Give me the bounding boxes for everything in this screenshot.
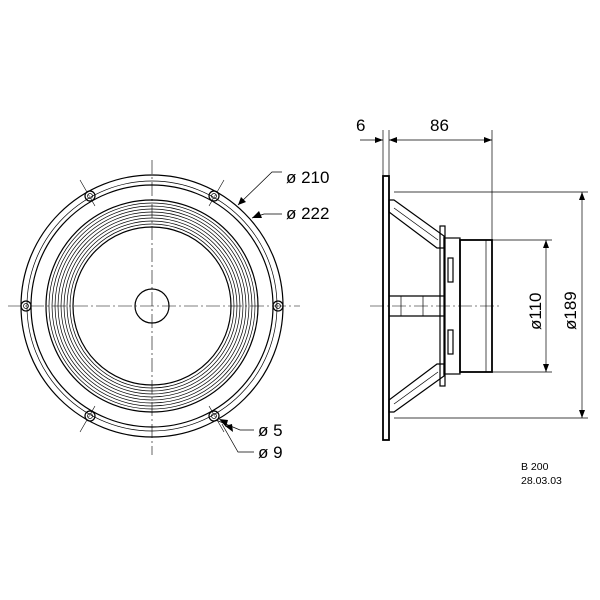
cone-edge	[72, 226, 232, 386]
top-dimensions	[360, 130, 493, 240]
mounting-depth-label: 86	[430, 116, 449, 135]
mounting-hole	[208, 190, 220, 202]
gasket-ring	[45, 199, 259, 413]
title-block: B 200 28.03.03	[521, 461, 562, 487]
flange-thickness-label: 6	[356, 116, 365, 135]
basket-ribs	[389, 295, 444, 317]
hole-head-diameter-label: ø 9	[258, 443, 283, 462]
outer-hole-circle-label: ø 210	[286, 168, 329, 187]
magnet-diameter-label: ø110	[526, 293, 545, 331]
baffle-cutout-label: ø189	[561, 291, 580, 330]
terminal-slot-upper	[447, 257, 454, 283]
mounting-hole	[272, 300, 284, 312]
hole-diameter-label: ø 5	[258, 421, 283, 440]
bolt-circle	[26, 180, 278, 432]
hole-center-marks	[79, 179, 225, 433]
front-flange	[382, 175, 390, 441]
mounting-hole	[84, 190, 96, 202]
side-view: 6 86 ø110 ø189	[356, 116, 588, 441]
mounting-hole	[84, 410, 96, 422]
dust-cap	[134, 288, 170, 324]
terminal-slot-lower	[447, 329, 454, 355]
front-view: ø 210 ø 222 ø 5 ø 9	[8, 160, 329, 462]
baffle-dimension	[394, 191, 588, 419]
outer-diameter-label: ø 222	[286, 204, 329, 223]
front-leaders	[215, 171, 282, 453]
mounting-holes	[20, 190, 284, 422]
rear-plate	[439, 225, 446, 387]
mounting-hole	[20, 300, 32, 312]
mounting-hole	[208, 410, 220, 422]
model-number: B 200	[521, 461, 549, 473]
drawing-date: 28.03.03	[521, 475, 562, 487]
magnet-dimension	[492, 239, 552, 373]
magnet	[459, 239, 493, 373]
surround-rings	[48, 202, 256, 410]
